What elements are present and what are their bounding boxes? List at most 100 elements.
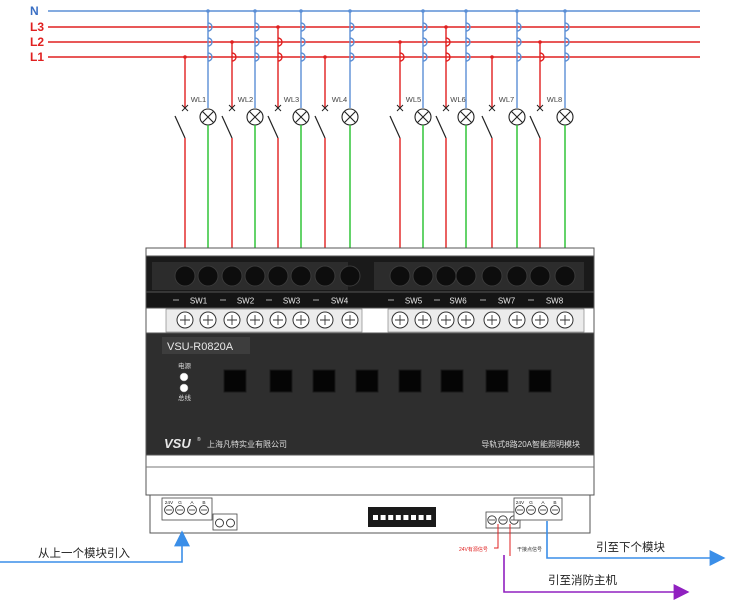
phase-hop-3-L2	[277, 37, 283, 47]
dip-switches	[373, 515, 432, 520]
led-bus-indicator	[179, 383, 189, 393]
sw-label-6: SW6	[449, 297, 467, 306]
breaker-mark-4	[321, 104, 329, 112]
lamp-cross-6	[460, 111, 472, 123]
phase-hop-6-L1	[445, 52, 451, 62]
phase-hop-3-L1	[277, 52, 283, 62]
neutral-hop-6-L3	[465, 22, 471, 32]
sw-label-5: SW5	[405, 297, 423, 306]
neutral-hop-6-L2	[465, 37, 471, 47]
switch-contact-8	[529, 115, 541, 139]
top-screw-hole-1-1	[197, 265, 219, 287]
screw-slot-8-1	[560, 315, 570, 325]
neutral-hop-8-L2	[564, 37, 570, 47]
bottom-left-label-2: G	[178, 500, 182, 506]
neutral-hop-4-L2	[349, 37, 355, 47]
lamp-label-1: WL1	[191, 95, 206, 104]
manual-button-2	[269, 369, 293, 393]
neutral-hop-1-L3	[207, 22, 213, 32]
screw-slot-1-0	[180, 315, 190, 325]
top-screw-hole-2-0	[221, 265, 243, 287]
screw-slot-3-1	[296, 315, 306, 325]
dip-switch-8	[426, 515, 432, 520]
neutral-hop-3-L1	[300, 52, 306, 62]
manual-button-1	[223, 369, 247, 393]
top-screw-hole-7-0	[481, 265, 503, 287]
to-fire-label: 引至消防主机	[548, 573, 617, 587]
bottom-right-label-3: A	[541, 500, 545, 506]
top-screw-hole-5-1	[412, 265, 434, 287]
lamp-label-3: WL3	[284, 95, 299, 104]
brand-registered-mark: ®	[197, 436, 201, 443]
led-bus-label: 总线	[178, 393, 192, 402]
manual-button-6	[440, 369, 464, 393]
bus-label-l2: L2	[30, 35, 44, 49]
small-screw-1	[215, 518, 224, 528]
screw-slot-7-1	[512, 315, 522, 325]
bus-label-l3: L3	[30, 20, 44, 34]
neutral-hop-7-L3	[516, 22, 522, 32]
screw-slot-1-1	[203, 315, 213, 325]
bottom-right-label-2: G	[529, 500, 533, 506]
screw-slot-3-0	[273, 315, 283, 325]
neutral-hop-8-L3	[564, 22, 570, 32]
bottom-left-label-3: A	[190, 500, 194, 506]
dry-contact-wire-a	[494, 524, 499, 549]
top-screw-hole-3-1	[290, 265, 312, 287]
lamp-label-7: WL7	[499, 95, 514, 104]
dip-switch-2	[380, 515, 386, 520]
small-screw-2	[226, 518, 235, 528]
to-next-label: 引至下个模块	[596, 540, 665, 554]
dip-switch-4	[395, 515, 401, 520]
model-plate	[162, 337, 250, 354]
dip-switch-3	[388, 515, 394, 520]
screw-slot-5-0	[395, 315, 405, 325]
switch-contact-1	[174, 115, 186, 139]
lamp-label-8: WL8	[547, 95, 562, 104]
switch-contact-6	[435, 115, 447, 139]
breaker-mark-2	[228, 104, 236, 112]
phase-hop-6-L2	[445, 37, 451, 47]
lamp-cross-4	[344, 111, 356, 123]
module-top-housing	[145, 247, 595, 257]
neutral-hop-7-L2	[516, 37, 522, 47]
manual-button-3	[312, 369, 336, 393]
top-screw-hole-4-1	[339, 265, 361, 287]
screw-slot-6-1	[461, 315, 471, 325]
bottom-right-label-4: B	[553, 500, 556, 506]
led-power-indicator	[179, 372, 189, 382]
neutral-hop-5-L3	[422, 22, 428, 32]
top-screw-hole-6-1	[455, 265, 477, 287]
bus-label-l1: L1	[30, 50, 44, 64]
bottom-left-label-4: B	[202, 500, 205, 506]
switch-contact-2	[221, 115, 233, 139]
neutral-hop-3-L3	[300, 22, 306, 32]
lamp-cross-7	[511, 111, 523, 123]
manual-button-7	[485, 369, 509, 393]
lamp-cross-3	[295, 111, 307, 123]
lamp-label-5: WL5	[406, 95, 421, 104]
sw-label-1: SW1	[190, 297, 208, 306]
screw-slot-4-1	[345, 315, 355, 325]
bus-out-line	[546, 521, 726, 566]
top-screw-hole-8-1	[554, 265, 576, 287]
breaker-mark-5	[396, 104, 404, 112]
phase-hop-8-L1	[539, 52, 545, 62]
company-name: 上海凡特实业有限公司	[207, 439, 287, 449]
phase-hop-2-L1	[231, 52, 237, 62]
neutral-hop-1-L1	[207, 52, 213, 62]
manual-buttons	[223, 369, 552, 393]
top-screw-holes	[174, 265, 576, 287]
phase-hop-5-L1	[399, 52, 405, 62]
from-prev-label: 从上一个模块引入	[38, 546, 130, 560]
switch-contact-5	[389, 115, 401, 139]
neutral-hop-3-L2	[300, 37, 306, 47]
brand-logo: VSU	[164, 436, 191, 451]
